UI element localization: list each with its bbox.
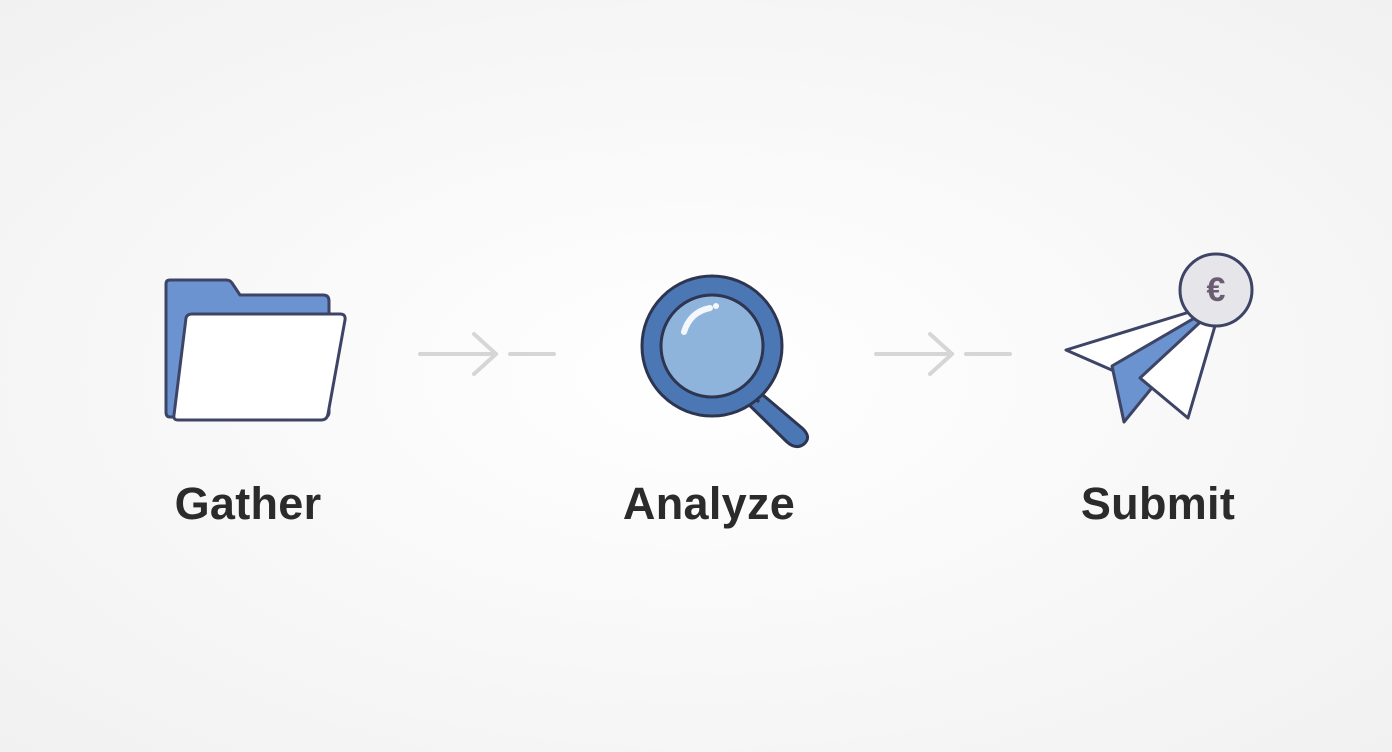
paper-plane-icon <box>1064 252 1254 424</box>
folder-icon <box>164 278 347 422</box>
step-label-analyze: Analyze <box>622 478 796 529</box>
step-label-gather: Gather <box>174 478 322 529</box>
step-label-submit: Submit <box>1080 478 1236 529</box>
euro-badge-icon: € <box>1206 271 1226 309</box>
magnifying-glass-icon <box>640 274 809 449</box>
arrow-connector <box>874 332 1012 376</box>
arrow-connector <box>418 332 556 376</box>
